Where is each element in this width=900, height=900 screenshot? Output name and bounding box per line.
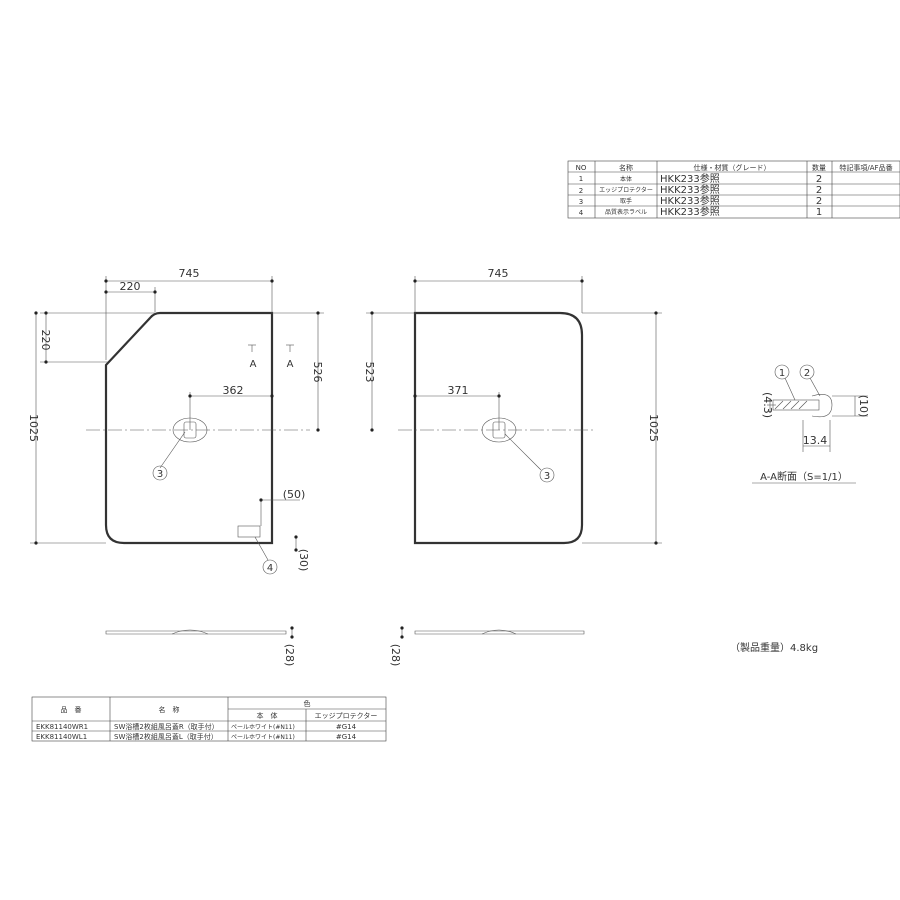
product-header-body: 本 体 <box>257 711 278 720</box>
right-side-view: (28) <box>389 626 585 667</box>
parts-header-spec: 仕様・材質（グレード） <box>694 163 771 172</box>
right-width-dim: 745 <box>488 267 509 280</box>
section-dim-left: (4.3) <box>761 392 774 418</box>
label-offset-dim: (50) <box>283 488 306 501</box>
right-lid-outline <box>413 311 584 545</box>
callout-3-left-label: 3 <box>157 469 163 480</box>
parts-row2-qty: 2 <box>816 185 822 196</box>
label-bottom-dim: (30) <box>297 549 310 572</box>
parts-header-note: 特記事項/AF品番 <box>839 163 892 172</box>
section-mark-left: A <box>250 359 257 370</box>
product-row1-name: SW浴槽2枚組風呂蓋R（取手付） <box>114 722 219 731</box>
callout-1 <box>774 364 790 380</box>
callout-2-label: 2 <box>804 368 810 379</box>
parts-row2-spec: HKK233参照 <box>660 183 720 196</box>
product-row2-code: EKK81140WL1 <box>36 733 87 741</box>
product-row1-edge: #G14 <box>336 723 357 731</box>
parts-header-qty: 数量 <box>812 163 826 172</box>
section-dim-bottom: 13.4 <box>803 434 828 447</box>
parts-row1-qty: 2 <box>816 174 822 185</box>
parts-header-no: NO <box>576 164 587 172</box>
parts-row1-spec: HKK233参照 <box>660 172 720 185</box>
section-title: A-A断面（S=1/1） <box>760 470 848 483</box>
callout-2 <box>799 364 815 380</box>
product-row1-body: ペールホワイト(#N11) <box>231 724 295 731</box>
product-row2-edge: #G14 <box>336 733 357 741</box>
parts-row4-name: 品質表示ラベル <box>605 208 647 216</box>
parts-header-name: 名称 <box>619 163 633 172</box>
callout-3-right <box>539 467 555 483</box>
callout-3-right-label: 3 <box>544 471 550 482</box>
left-height-dim: 1025 <box>27 414 40 442</box>
handle-icon <box>172 417 208 443</box>
callout-4 <box>262 559 278 575</box>
callout-1-label: 1 <box>779 368 785 379</box>
left-thickness-dim: (28) <box>283 644 296 667</box>
left-lid-outline <box>104 311 274 545</box>
right-top-view: 745 523 1025 371 3 <box>363 267 662 545</box>
right-height-dim: 1025 <box>647 414 660 442</box>
left-width-dim: 745 <box>179 267 200 280</box>
product-header-edge: エッジプロテクター <box>315 711 378 720</box>
right-handle-from-top-dim: 523 <box>363 362 376 383</box>
left-handle-from-top-dim: 526 <box>311 362 324 383</box>
parts-row4-spec: HKK233参照 <box>660 205 720 218</box>
handle-icon <box>481 417 517 443</box>
parts-table: NO 名称 仕様・材質（グレード） 数量 特記事項/AF品番 1 本体 HKK2… <box>567 160 900 219</box>
section-dim-right: (10) <box>857 395 870 418</box>
left-corner-height-dim: 220 <box>39 330 52 351</box>
right-handle-offset-dim: 371 <box>448 384 469 397</box>
quality-label-icon <box>237 525 261 538</box>
product-header-name: 名 称 <box>159 705 180 714</box>
right-thickness-dim: (28) <box>389 644 402 667</box>
product-row1-code: EKK81140WR1 <box>36 723 88 731</box>
product-header-color: 色 <box>304 699 311 708</box>
parts-row1-name: 本体 <box>620 175 632 183</box>
left-top-view: 745 220 220 1025 526 362 <box>27 267 324 575</box>
parts-row4-qty: 1 <box>816 207 822 218</box>
left-corner-width-dim: 220 <box>120 280 141 293</box>
left-handle-offset-dim: 362 <box>223 384 244 397</box>
parts-row4-no: 4 <box>579 209 584 217</box>
parts-row3-name: 取手 <box>620 197 632 205</box>
product-table: 品 番 名 称 色 本 体 エッジプロテクター EKK81140WR1 SW浴槽… <box>31 696 387 742</box>
callout-3-left <box>152 465 168 481</box>
parts-row2-no: 2 <box>579 187 583 195</box>
section-view: (4.3) (10) 13.4 1 2 A-A断面（S=1/1） <box>752 364 870 484</box>
left-side-view: (28) <box>105 626 296 667</box>
parts-row3-no: 3 <box>579 198 583 206</box>
parts-row2-name: エッジプロテクター <box>599 186 653 194</box>
product-row2-body: ペールホワイト(#N11) <box>231 734 295 741</box>
callout-4-label: 4 <box>267 563 273 574</box>
product-weight: （製品重量）4.8kg <box>730 641 818 654</box>
product-header-code: 品 番 <box>61 706 82 714</box>
parts-row3-qty: 2 <box>816 196 822 207</box>
product-row2-name: SW浴槽2枚組風呂蓋L（取手付） <box>114 732 218 741</box>
parts-row1-no: 1 <box>579 175 583 183</box>
parts-row3-spec: HKK233参照 <box>660 194 720 207</box>
section-mark-right: A <box>287 359 294 370</box>
